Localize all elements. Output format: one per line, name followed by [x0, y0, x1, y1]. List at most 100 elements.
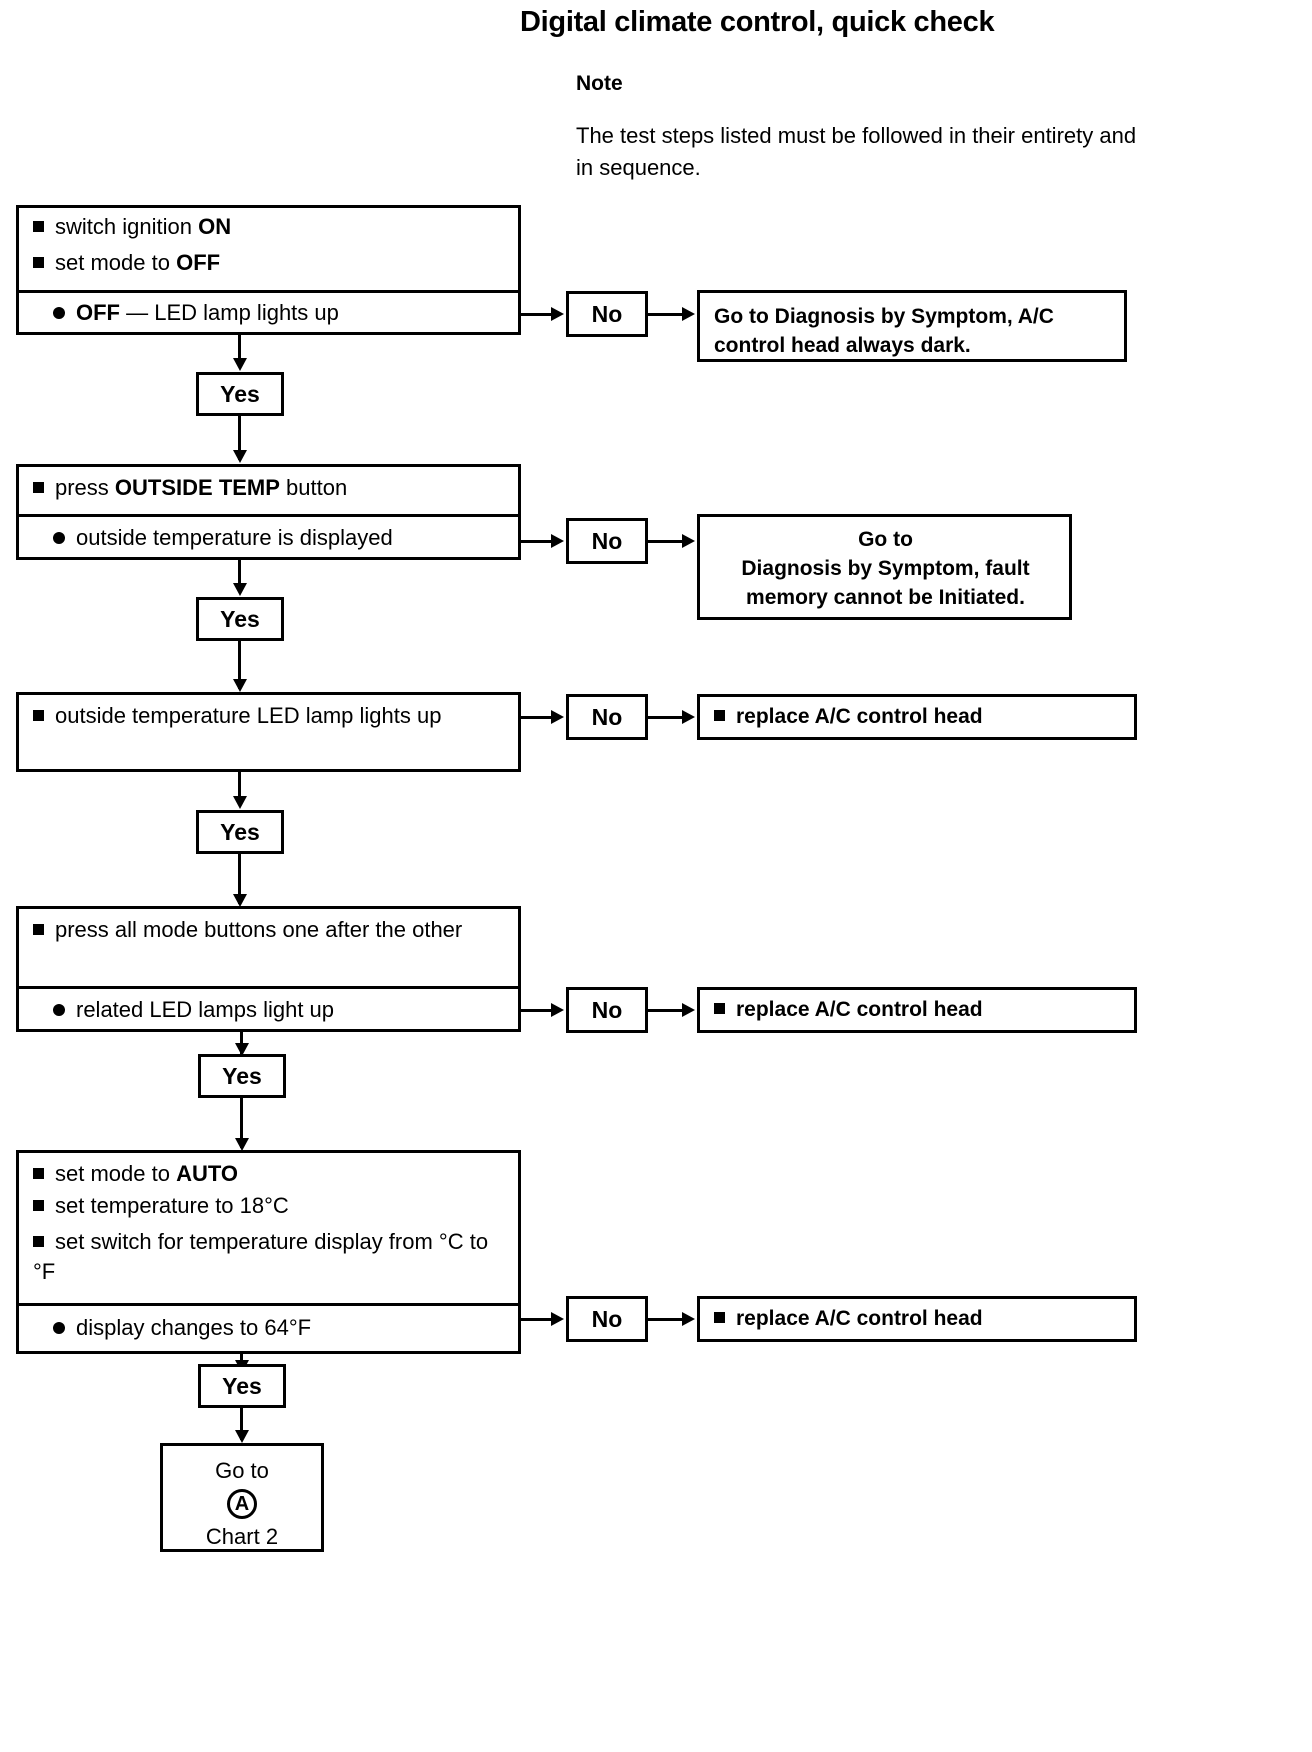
step-1-action-2-emphasis: OFF: [176, 250, 221, 275]
bullet-dot-icon: [53, 1004, 65, 1016]
step-3-action-line-1: outside temperature LED lamp lights up: [19, 695, 518, 769]
step-1-no-label: No: [591, 300, 623, 327]
step-3-entry-arrow-icon: [233, 679, 247, 692]
step-4-no-result-arrow-icon: [682, 1003, 695, 1017]
bullet-dot-icon: [53, 1322, 65, 1334]
step-4-entry-arrow-icon: [233, 894, 247, 907]
step-3-yes-label: Yes: [220, 818, 260, 845]
step-5-action-line-2: set temperature to 18°C: [19, 1191, 518, 1227]
page-title: Digital climate control, quick check: [520, 6, 995, 38]
bullet-square-icon: [33, 257, 44, 268]
step-4-yes-chip[interactable]: Yes: [198, 1054, 286, 1098]
step-2-yes-arrow-icon: [233, 583, 247, 596]
step-1-yes-line-bottom: [238, 416, 241, 460]
bullet-square-icon: [33, 221, 44, 232]
bullet-dot-icon: [53, 307, 65, 319]
note-body: The test steps listed must be followed i…: [576, 123, 1137, 180]
step-2-yes-line-bottom: [238, 641, 241, 689]
step-2-no-chip[interactable]: No: [566, 518, 648, 564]
step-1-no-result-text: Go to Diagnosis by Symptom, A/C control …: [714, 305, 1054, 357]
step-2-box: press OUTSIDE TEMP button outside temper…: [16, 464, 521, 560]
step-1-action-1-text: switch ignition ON: [55, 214, 232, 239]
terminal-line-2: Chart 2: [205, 1524, 279, 1549]
step-1-action-line-1: switch ignition ON: [19, 208, 518, 248]
step-4-no-result-box: replace A/C control head: [697, 987, 1137, 1033]
step-4-no-chip[interactable]: No: [566, 987, 648, 1033]
step-2-no-result-line-2: Diagnosis by Symptom, fault: [741, 557, 1030, 580]
step-3-no-arrow-icon: [551, 710, 564, 724]
step-1-no-arrow-icon: [551, 307, 564, 321]
step-2-no-arrow-icon: [551, 534, 564, 548]
step-5-entry-arrow-icon: [235, 1138, 249, 1151]
step-2-yes-line-top: [238, 560, 241, 588]
bullet-square-icon: [33, 710, 44, 721]
step-5-no-chip[interactable]: No: [566, 1296, 648, 1342]
step-2-no-result-box: Go to Diagnosis by Symptom, fault memory…: [697, 514, 1072, 620]
step-2-action-emphasis: OUTSIDE TEMP: [114, 475, 280, 500]
step-5-action-1-text: set mode to AUTO: [55, 1161, 239, 1186]
step-4-yes-label: Yes: [222, 1062, 262, 1089]
step-4-no-connector: [521, 1009, 553, 1012]
step-5-no-connector: [521, 1318, 553, 1321]
step-1-check: OFF — LED lamp lights up: [19, 290, 518, 334]
step-5-action-line-3: set switch for temperature display from …: [19, 1227, 518, 1303]
step-5-no-to-result-connector: [648, 1318, 684, 1321]
step-5-action-line-1: set mode to AUTO: [19, 1153, 518, 1191]
bullet-square-icon: [33, 1200, 44, 1211]
step-2-no-result-line-3: memory cannot be Initiated.: [746, 586, 1025, 609]
step-3-action-text: outside temperature LED lamp lights up: [55, 703, 442, 728]
step-4-no-result-text: replace A/C control head: [736, 998, 983, 1021]
step-3-yes-line-top: [238, 772, 241, 800]
step-5-check: display changes to 64°F: [19, 1303, 518, 1351]
chart-reference-icon: A: [227, 1489, 257, 1519]
step-2-yes-label: Yes: [220, 605, 260, 632]
step-4-box: press all mode buttons one after the oth…: [16, 906, 521, 1032]
step-1-no-chip[interactable]: No: [566, 291, 648, 337]
step-1-action-line-2: set mode to OFF: [19, 248, 518, 290]
step-1-no-connector: [521, 313, 553, 316]
bullet-square-icon: [714, 1312, 725, 1323]
terminal-entry-arrow-icon: [235, 1430, 249, 1443]
step-5-no-result-box: replace A/C control head: [697, 1296, 1137, 1342]
step-3-yes-chip[interactable]: Yes: [196, 810, 284, 854]
step-3-box: outside temperature LED lamp lights up: [16, 692, 521, 772]
step-2-yes-chip[interactable]: Yes: [196, 597, 284, 641]
step-3-no-label: No: [591, 703, 623, 730]
step-4-action-text: press all mode buttons one after the oth…: [55, 917, 463, 942]
step-5-action-2-text: set temperature to 18°C: [55, 1193, 289, 1218]
step-1-no-to-result-connector: [648, 313, 684, 316]
step-3-no-chip[interactable]: No: [566, 694, 648, 740]
step-2-no-connector: [521, 540, 553, 543]
step-1-yes-line-top: [238, 335, 241, 363]
step-1-yes-arrow-icon: [233, 358, 247, 371]
step-2-check: outside temperature is displayed: [19, 514, 518, 560]
step-2-no-to-result-connector: [648, 540, 684, 543]
bullet-dot-icon: [53, 532, 65, 544]
step-1-check-emphasis: OFF: [76, 300, 120, 325]
step-2-action-line-1: press OUTSIDE TEMP button: [19, 467, 518, 514]
step-5-no-result-arrow-icon: [682, 1312, 695, 1326]
step-5-no-label: No: [591, 1305, 623, 1332]
step-2-no-result-arrow-icon: [682, 534, 695, 548]
step-5-check-text: display changes to 64°F: [76, 1315, 312, 1340]
bullet-square-icon: [33, 1236, 44, 1247]
step-3-yes-line-bottom: [238, 854, 241, 904]
step-5-box: set mode to AUTO set temperature to 18°C…: [16, 1150, 521, 1354]
step-5-no-arrow-icon: [551, 1312, 564, 1326]
bullet-square-icon: [33, 1168, 44, 1179]
step-1-check-text: — LED lamp lights up: [120, 300, 339, 325]
bullet-square-icon: [33, 924, 44, 935]
step-5-yes-chip[interactable]: Yes: [198, 1364, 286, 1408]
step-1-action-2-text: set mode to OFF: [55, 250, 221, 275]
step-4-yes-line-bottom: [240, 1098, 243, 1148]
step-2-action-text: press OUTSIDE TEMP button: [55, 475, 348, 500]
step-5-yes-line-bottom: [240, 1408, 243, 1440]
bullet-square-icon: [714, 1003, 725, 1014]
step-5-no-result-text: replace A/C control head: [736, 1307, 983, 1330]
step-3-no-result-arrow-icon: [682, 710, 695, 724]
step-4-check: related LED lamps light up: [19, 986, 518, 1032]
step-4-yes-arrow-icon: [235, 1043, 249, 1056]
terminal-box: Go to A Chart 2: [160, 1443, 324, 1552]
step-4-no-to-result-connector: [648, 1009, 684, 1012]
step-1-yes-chip[interactable]: Yes: [196, 372, 284, 416]
